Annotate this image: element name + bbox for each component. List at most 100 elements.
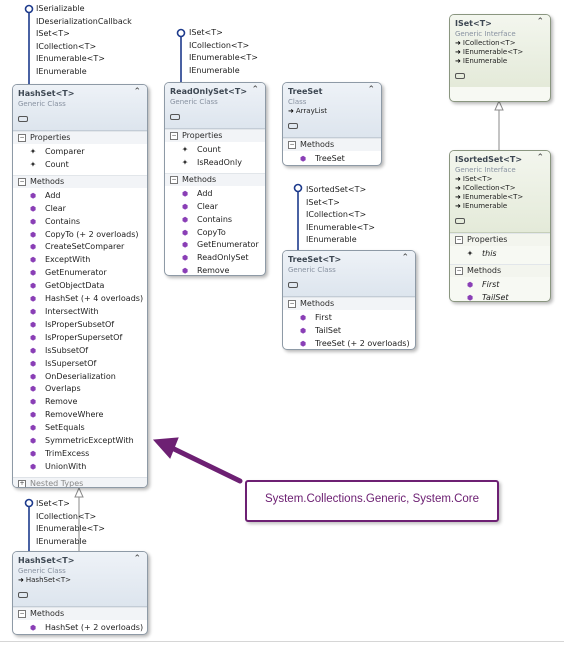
method-item[interactable]: ⬢TailSet — [450, 292, 550, 301]
isortedset-interface-box[interactable]: ISortedSet<T> Generic Interface ➜ISet<T>… — [449, 150, 551, 302]
method-cube-icon: ⬢ — [29, 243, 37, 252]
method-item[interactable]: ⬢IsSubsetOf — [13, 345, 147, 358]
chevron-double-up-icon[interactable]: ⌃ — [536, 17, 544, 27]
method-cube-icon: ⬢ — [29, 282, 37, 291]
treeset-class-box[interactable]: TreeSet Class ➜ArrayList ⌃ −Methods ⬢Tre… — [282, 82, 382, 166]
method-item[interactable]: ⬢Clear — [13, 203, 147, 216]
hashset-class-box[interactable]: HashSet<T> Generic Class ⌃ −Properties ✦… — [12, 84, 148, 488]
chevron-double-up-icon[interactable]: ⌃ — [536, 153, 544, 163]
method-item[interactable]: ⬢GetObjectData — [13, 280, 147, 293]
method-item[interactable]: ⬢TailSet — [283, 325, 415, 338]
hashset-derived-class-box[interactable]: HashSet<T> Generic Class ➜HashSet<T> ⌃ −… — [12, 551, 148, 635]
toggle-icon[interactable] — [288, 123, 298, 129]
base-interface-name: IEnumerable<T> — [462, 193, 524, 201]
readonlyset-class-box[interactable]: ReadOnlySet<T> Generic Class ⌃ −Properti… — [164, 82, 266, 276]
methods-section-header[interactable]: −Methods — [283, 297, 415, 310]
base-interface: ➜ICollection<T> — [455, 184, 545, 193]
method-item[interactable]: ⬢First — [450, 279, 550, 292]
method-cube-icon: ⬢ — [29, 333, 37, 342]
method-item[interactable]: ⬢UnionWith — [13, 461, 147, 474]
method-item[interactable]: ⬢Add — [13, 190, 147, 203]
callout-arrow — [152, 437, 243, 484]
property-item[interactable]: ✦Comparer — [13, 146, 147, 159]
property-item[interactable]: ✦Count — [13, 159, 147, 172]
arrow-right-icon: ➜ — [455, 202, 461, 210]
property-item[interactable]: ✦this — [450, 248, 550, 261]
method-item[interactable]: ⬢GetEnumerator — [165, 239, 265, 252]
interface-header[interactable]: ISet<T> Generic Interface ➜ICollection<T… — [450, 15, 550, 87]
properties-section-header[interactable]: −Properties — [13, 131, 147, 144]
method-item[interactable]: ⬢Add — [165, 188, 265, 201]
class-kind: Generic Class — [18, 100, 66, 108]
method-item[interactable]: ⬢First — [283, 312, 415, 325]
class-header[interactable]: TreeSet Class ➜ArrayList ⌃ — [283, 83, 381, 138]
method-item[interactable]: ⬢IsSupersetOf — [13, 358, 147, 371]
toggle-icon[interactable] — [18, 592, 28, 598]
method-item[interactable]: ⬢GetEnumerator — [13, 267, 147, 280]
member-label: ReadOnlySet — [197, 253, 249, 263]
methods-section-header[interactable]: −Methods — [13, 607, 147, 620]
properties-section-header[interactable]: −Properties — [450, 233, 550, 246]
member-label: IsProperSubsetOf — [45, 319, 115, 329]
class-header[interactable]: HashSet<T> Generic Class ➜HashSet<T> ⌃ — [13, 552, 147, 607]
property-item[interactable]: ✦IsReadOnly — [165, 157, 265, 170]
property-item[interactable]: ✦Count — [165, 144, 265, 157]
method-item[interactable]: ⬢ExceptWith — [13, 254, 147, 267]
method-cube-icon: ⬢ — [29, 295, 37, 304]
chevron-double-up-icon[interactable]: ⌃ — [133, 554, 141, 564]
method-item[interactable]: ⬢ CreateSetComparer — [13, 241, 147, 254]
method-item[interactable]: ⬢TreeSet — [283, 153, 381, 165]
methods-section-header[interactable]: −Methods — [13, 174, 147, 188]
base-interface: ➜ISet<T> — [455, 175, 545, 184]
interface-header[interactable]: ISortedSet<T> Generic Interface ➜ISet<T>… — [450, 151, 550, 233]
method-item[interactable]: ⬢Clear — [165, 201, 265, 214]
method-item[interactable]: ⬢TreeSet (+ 2 overloads) — [283, 338, 415, 349]
toggle-icon[interactable] — [288, 282, 298, 288]
method-item[interactable]: ⬢OnDeserialization — [13, 371, 147, 384]
method-item[interactable]: ⬢TrimExcess — [13, 448, 147, 461]
method-item[interactable]: ⬢Remove — [13, 396, 147, 409]
methods-section-header[interactable]: −Methods — [450, 263, 550, 277]
toggle-icon[interactable] — [18, 116, 28, 122]
method-item[interactable]: ⬢SetEquals — [13, 422, 147, 435]
chevron-double-up-icon[interactable]: ⌃ — [133, 87, 141, 97]
method-item[interactable]: ⬢Contains — [13, 216, 147, 229]
class-title: HashSet<T> — [18, 556, 75, 565]
interface-name: IEnumerable<T> — [306, 222, 375, 232]
method-item[interactable]: ⬢HashSet (+ 4 overloads) — [13, 293, 147, 306]
chevron-double-up-icon[interactable]: ⌃ — [251, 85, 259, 95]
chevron-double-up-icon[interactable]: ⌃ — [401, 253, 409, 263]
nested-types-section-header[interactable]: +Nested Types — [13, 476, 147, 487]
methods-section-header[interactable]: −Methods — [283, 138, 381, 151]
method-item[interactable]: ⬢IntersectWith — [13, 306, 147, 319]
iset-interface-box[interactable]: ISet<T> Generic Interface ➜ICollection<T… — [449, 14, 551, 102]
class-header[interactable]: TreeSet<T> Generic Class ⌃ — [283, 251, 415, 297]
method-cube-icon: ⬢ — [29, 398, 37, 407]
method-item[interactable]: ⬢CopyTo (+ 2 overloads) — [13, 229, 147, 242]
hashset-derived-interface-list: ISet<T> ICollection<T> IEnumerable<T> IE… — [36, 498, 105, 548]
method-item[interactable]: ⬢IsProperSupersetOf — [13, 332, 147, 345]
method-item[interactable]: ⬢CopyTo — [165, 227, 265, 240]
member-label: GetEnumerator — [45, 268, 107, 278]
class-header[interactable]: ReadOnlySet<T> Generic Class ⌃ — [165, 83, 265, 129]
method-item[interactable]: ⬢ReadOnlySet — [165, 252, 265, 265]
interface-name: ISet<T> — [189, 28, 223, 37]
treeset-generic-class-box[interactable]: TreeSet<T> Generic Class ⌃ −Methods ⬢Fir… — [282, 250, 416, 350]
method-item[interactable]: ⬢SymmetricExceptWith — [13, 435, 147, 448]
properties-section-header[interactable]: −Properties — [165, 129, 265, 142]
class-header[interactable]: HashSet<T> Generic Class ⌃ — [13, 85, 147, 131]
hashset-derived-lollipop-icon — [24, 498, 34, 508]
method-item[interactable]: ⬢Remove — [165, 265, 265, 275]
member-label: CreateSetComparer — [45, 242, 125, 252]
toggle-icon[interactable] — [455, 73, 465, 79]
method-item[interactable]: ⬢Overlaps — [13, 383, 147, 396]
methods-section-header[interactable]: −Methods — [165, 172, 265, 186]
method-item[interactable]: ⬢HashSet (+ 2 overloads) — [13, 622, 147, 634]
chevron-double-up-icon[interactable]: ⌃ — [367, 85, 375, 95]
toggle-icon[interactable] — [455, 218, 465, 224]
method-item[interactable]: ⬢Contains — [165, 214, 265, 227]
method-item[interactable]: ⬢IsProperSubsetOf — [13, 319, 147, 332]
member-label: TreeSet (+ 2 overloads) — [315, 338, 410, 348]
toggle-icon[interactable] — [170, 114, 180, 120]
method-item[interactable]: ⬢RemoveWhere — [13, 409, 147, 422]
